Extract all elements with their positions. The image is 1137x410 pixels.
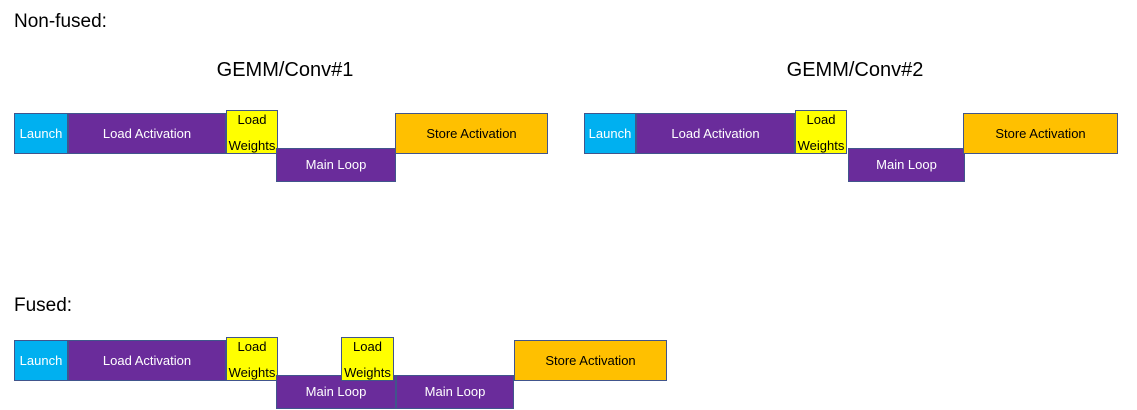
- bar-non-fused-store-activation: Store Activation: [395, 113, 548, 154]
- bar-non-fused-load-activation-2: Load Activation: [636, 113, 795, 154]
- bar-label: Main Loop: [424, 384, 486, 400]
- bar-non-fused-launch: Launch: [14, 113, 68, 154]
- bar-label: Main Loop: [305, 384, 367, 400]
- bar-label: Launch: [19, 125, 63, 141]
- bar-label: Load Activation: [102, 125, 192, 141]
- bar-label: Launch: [19, 352, 63, 368]
- bar-label: Weights: [228, 364, 276, 380]
- bar-non-fused-launch-2: Launch: [584, 113, 636, 154]
- kernel-header-gemm-conv-2: GEMM/Conv#2: [786, 59, 924, 81]
- bar-non-fused-load-activation: Load Activation: [68, 113, 226, 154]
- bar-label: Weights: [228, 137, 276, 153]
- bar-label: Load Activation: [671, 125, 760, 141]
- bar-label: Weights: [797, 137, 845, 153]
- bar-fused-load-activation: Load Activation: [68, 340, 226, 381]
- bar-label: Load: [353, 338, 382, 354]
- bar-label: Main Loop: [876, 157, 937, 173]
- bar-label: Load: [806, 111, 836, 127]
- bar-non-fused-main-loop-2: Main Loop: [848, 148, 965, 182]
- bar-label: Load Activation: [102, 352, 192, 368]
- section-title-fused: Fused:: [14, 295, 73, 316]
- bar-label: Launch: [588, 125, 632, 141]
- section-title-non-fused: Non-fused:: [14, 11, 107, 32]
- bar-fused-launch: Launch: [14, 340, 68, 381]
- bar-label: Store Activation: [995, 125, 1086, 141]
- bar-non-fused-store-activation-2: Store Activation: [963, 113, 1118, 154]
- bar-label: Load: [237, 338, 267, 354]
- bar-label: Store Activation: [545, 352, 636, 368]
- kernel-header-gemm-conv-1: GEMM/Conv#1: [216, 59, 354, 81]
- bar-label: Store Activation: [426, 125, 517, 141]
- bar-fused-main-loop-2: Main Loop: [396, 375, 514, 409]
- bar-fused-store-activation: Store Activation: [514, 340, 667, 381]
- bar-label: Weights: [344, 364, 391, 380]
- bar-label: Main Loop: [305, 157, 367, 173]
- bar-label: Load: [237, 111, 267, 127]
- bar-non-fused-main-loop: Main Loop: [276, 148, 396, 182]
